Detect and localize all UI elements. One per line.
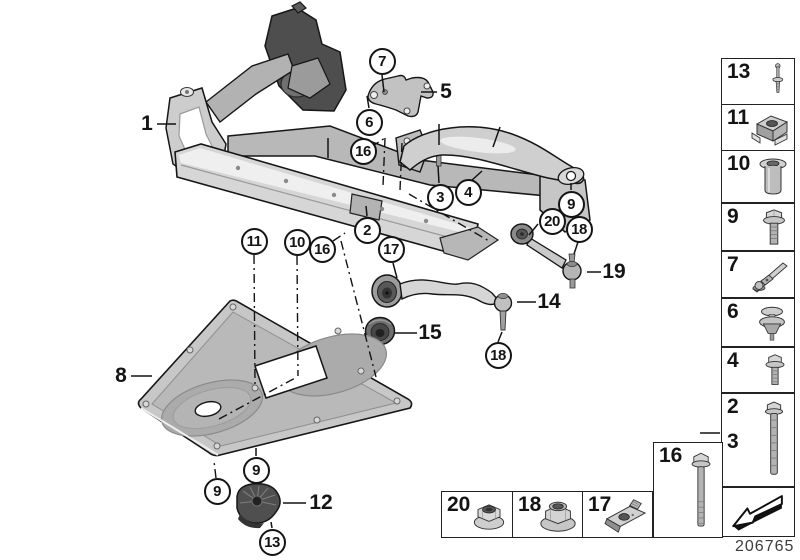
control-arm-part-14: [371, 274, 513, 331]
callout-18-a[interactable]: 18: [565, 215, 593, 243]
fastener-box-20[interactable]: 20: [441, 491, 513, 538]
callout-7[interactable]: 7: [368, 47, 396, 75]
sidebar-item-direction-arrow[interactable]: [721, 487, 795, 537]
sidebar-item-9-label: 9: [727, 205, 739, 228]
part-label-5[interactable]: 5: [440, 80, 452, 103]
callout-2[interactable]: 2: [353, 216, 381, 244]
sidebar-item-7-label: 7: [727, 253, 739, 276]
callout-11[interactable]: 11: [240, 227, 268, 255]
callout-17[interactable]: 17: [377, 235, 405, 263]
callout-3[interactable]: 3: [426, 183, 454, 211]
sidebar-item-10[interactable]: 10: [721, 150, 795, 203]
part-label-8[interactable]: 8: [115, 364, 127, 387]
fastener-box-17[interactable]: 17: [582, 491, 653, 538]
callout-20[interactable]: 20: [538, 207, 566, 235]
callout-16-a[interactable]: 16: [349, 137, 377, 165]
callout-13[interactable]: 13: [258, 528, 286, 556]
short-flange-bolt-icon: [765, 354, 785, 385]
part-label-15[interactable]: 15: [418, 321, 442, 344]
sidebar-item-7[interactable]: 7: [721, 251, 795, 298]
sidebar-item-13[interactable]: 13: [721, 58, 795, 105]
blind-rivet-icon: [772, 62, 784, 93]
cable-strap-icon: [752, 261, 788, 293]
expanding-rivet-icon: [759, 306, 785, 340]
sidebar-item-11[interactable]: 11: [721, 104, 795, 151]
callout-9-b[interactable]: 9: [242, 456, 270, 484]
clip-nut-icon: [751, 114, 789, 146]
sidebar-item-4[interactable]: 4: [721, 347, 795, 393]
callout-18-b[interactable]: 18: [484, 341, 512, 369]
flange-bolt-icon: [763, 209, 785, 245]
fastener-box-18-label: 18: [518, 493, 542, 516]
underbody-shield-part-8: [137, 299, 413, 457]
sidebar-item-13-label: 13: [727, 60, 751, 83]
thrust-arm-part-4: [395, 126, 585, 186]
fastener-box-16[interactable]: 16: [653, 442, 723, 538]
sidebar-item-6[interactable]: 6: [721, 298, 795, 347]
sidebar-item-2-3[interactable]: 2 3: [721, 393, 795, 487]
direction-arrow-icon: [732, 495, 783, 531]
callout-4[interactable]: 4: [454, 178, 482, 206]
fastener-box-16-label: 16: [659, 444, 683, 467]
tension-strut-part-19: [510, 223, 582, 289]
sidebar-item-2-label: 2: [727, 395, 739, 418]
axle-carrier-part: [165, 1, 591, 261]
cage-nut-icon: [604, 498, 647, 533]
callout-10[interactable]: 10: [283, 228, 311, 256]
long-flange-bolt-icon: [764, 401, 784, 475]
spacer-sleeve-icon: [759, 158, 787, 195]
sidebar-item-10-label: 10: [727, 152, 751, 175]
sidebar-item-9[interactable]: 9: [721, 203, 795, 251]
diagram-code: 206765: [735, 538, 795, 555]
part-label-19[interactable]: 19: [602, 260, 626, 283]
fastener-box-17-label: 17: [588, 493, 612, 516]
long-flange-bolt-icon: [691, 452, 711, 527]
fastener-box-18[interactable]: 18: [512, 491, 583, 538]
callout-9-c[interactable]: 9: [203, 477, 231, 505]
collar-nut-icon: [540, 501, 576, 532]
flange-nut-icon: [473, 503, 505, 530]
part-label-1[interactable]: 1: [141, 112, 153, 135]
callout-6[interactable]: 6: [355, 108, 383, 136]
part-label-14[interactable]: 14: [537, 290, 561, 313]
bracket-part-5: [367, 74, 434, 118]
sidebar-item-11-label: 11: [727, 106, 750, 129]
callout-16-b[interactable]: 16: [308, 235, 336, 263]
fastener-box-20-label: 20: [447, 493, 471, 516]
sidebar-item-4-label: 4: [727, 349, 739, 372]
sidebar-item-6-label: 6: [727, 300, 739, 323]
part-label-12[interactable]: 12: [309, 491, 333, 514]
sidebar-item-3-label: 3: [727, 430, 739, 453]
stop-buffer-part-12: [236, 482, 281, 529]
leader-lines: [131, 74, 720, 529]
